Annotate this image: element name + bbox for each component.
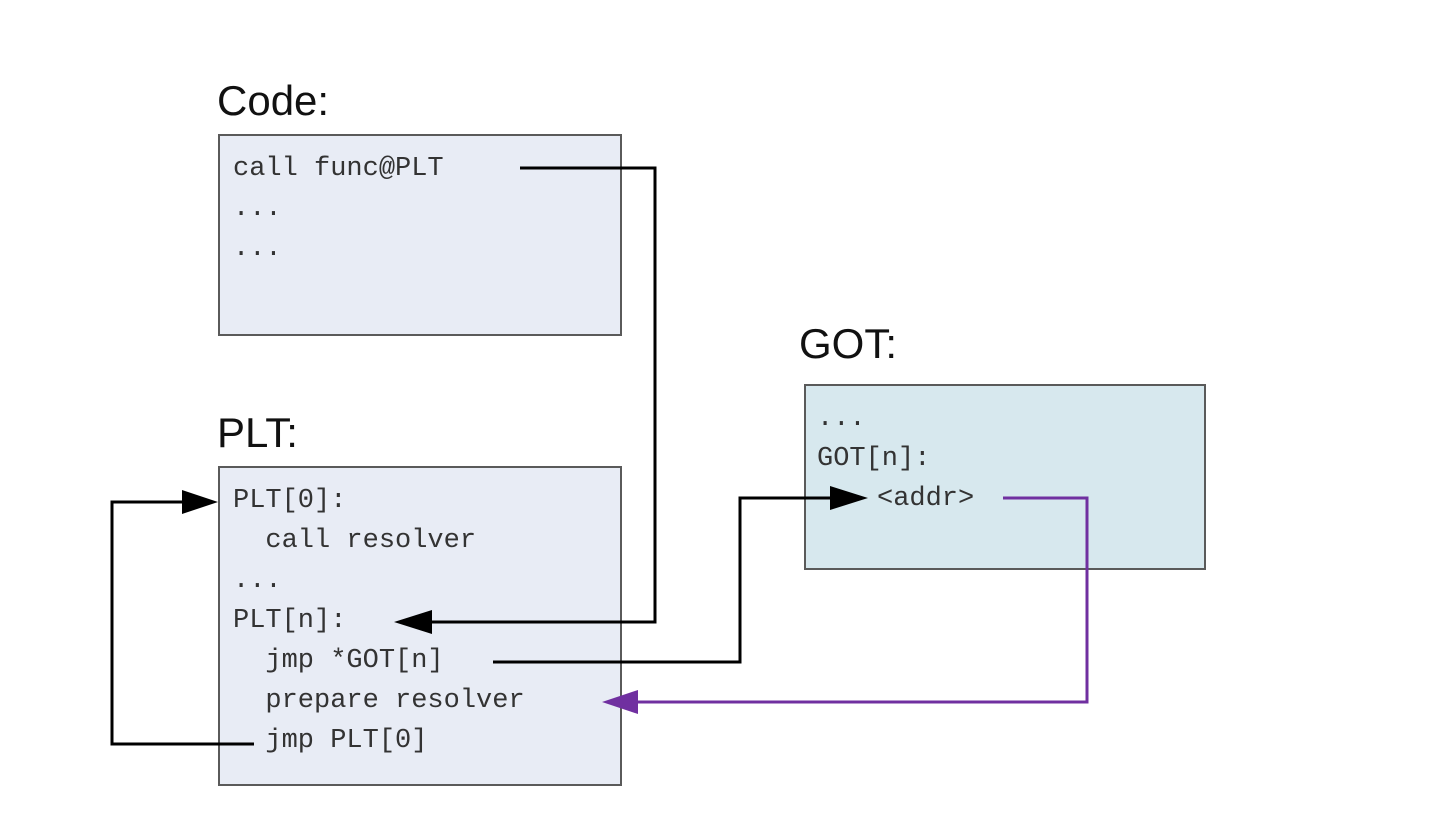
arrowhead-plt0 — [182, 490, 218, 514]
code-line-call-func-plt: call func@PLT — [233, 154, 444, 184]
arrow-jmp-got-to-addr — [493, 496, 832, 664]
plt-line-jmp-plt0: jmp PLT[0] — [233, 726, 428, 756]
code-line-ellipsis-2: ... — [233, 234, 282, 264]
arrow-addr-to-prepare-resolver — [636, 496, 1089, 704]
got-line-gotn-label: GOT[n]: — [817, 444, 931, 474]
got-box — [804, 384, 1206, 570]
arrowhead-pltn — [394, 610, 432, 634]
got-line-addr: <addr> — [877, 484, 975, 514]
plt-line-call-resolver: call resolver — [233, 526, 477, 556]
arrow-jmp-plt0-to-plt0 — [110, 500, 254, 746]
arrow-call-to-pltn — [430, 166, 657, 624]
arrowhead-prepare-resolver — [602, 690, 638, 714]
plt-line-jmp-got-n: jmp *GOT[n] — [233, 646, 444, 676]
code-heading: Code: — [217, 77, 330, 124]
plt-line-prepare-resolver: prepare resolver — [233, 686, 525, 716]
plt-line-pltn-label: PLT[n]: — [233, 606, 347, 636]
plt-line-ellipsis: ... — [233, 566, 282, 596]
code-line-ellipsis-1: ... — [233, 194, 282, 224]
got-heading: GOT: — [799, 320, 898, 367]
arrowhead-addr — [830, 486, 868, 510]
got-line-ellipsis: ... — [817, 404, 866, 434]
plt-line-plt0-label: PLT[0]: — [233, 486, 347, 516]
plt-heading: PLT: — [217, 409, 298, 456]
